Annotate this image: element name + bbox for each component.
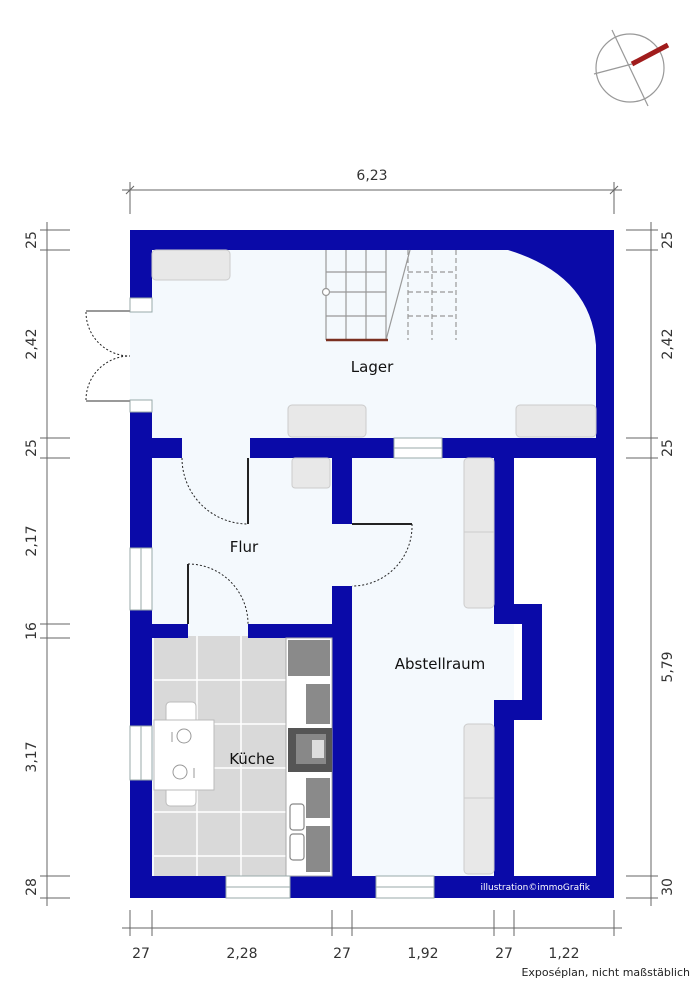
- dim-left-label: 2,17: [24, 525, 40, 556]
- dim-left-label: 16: [24, 622, 40, 640]
- dim-left-label: 2,42: [24, 328, 40, 359]
- dim-left-label: 28: [24, 878, 40, 896]
- plan-caption: Exposéplan, nicht maßstäblich: [521, 966, 690, 979]
- dim-bottom-label: 2,28: [226, 946, 257, 962]
- dimension-lines: [46, 182, 652, 929]
- door-icon: [85, 310, 413, 625]
- dim-bottom-label: 27: [333, 946, 351, 962]
- dim-right-label: 25: [660, 231, 676, 249]
- dim-right-label: 5,79: [660, 651, 676, 682]
- dim-left-label: 25: [24, 439, 40, 457]
- dim-bottom-label: 27: [495, 946, 513, 962]
- dimension-ticks: [40, 229, 658, 936]
- table-icon: [153, 701, 215, 807]
- room-label-abstellraum: Abstellraum: [395, 655, 486, 673]
- dim-bottom-label: 27: [132, 946, 150, 962]
- sink-icon: [289, 803, 305, 861]
- dim-right-label: 25: [660, 439, 676, 457]
- dim-bottom-label: 1,92: [407, 946, 438, 962]
- stove-icon: [288, 728, 332, 772]
- window-icon: [129, 297, 443, 899]
- room-label-lager: Lager: [351, 358, 394, 376]
- room-label-kueche: Küche: [229, 750, 275, 768]
- room-label-flur: Flur: [230, 538, 259, 556]
- credit-label: illustration©immoGrafik: [481, 883, 591, 893]
- radiator: [151, 249, 597, 875]
- dim-right-label: 2,42: [660, 328, 676, 359]
- dim-bottom-label: 1,22: [548, 946, 579, 962]
- dim-top-label: 6,23: [356, 168, 387, 184]
- dim-left-label: 3,17: [24, 741, 40, 772]
- staircase-icon: [321, 249, 457, 342]
- dim-left-label: 25: [24, 231, 40, 249]
- dim-right-label: 30: [660, 878, 676, 896]
- compass-icon: [593, 29, 670, 107]
